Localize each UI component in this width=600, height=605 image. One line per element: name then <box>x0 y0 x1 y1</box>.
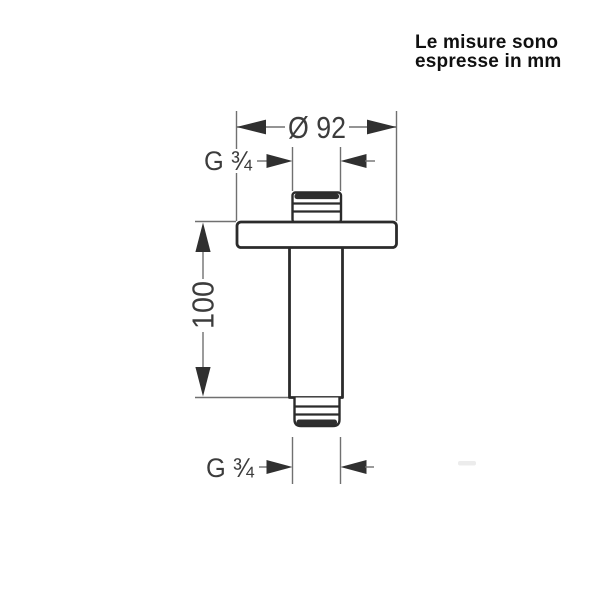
dim-thread-bottom: G ¾ <box>206 437 374 484</box>
measure-note: Le misure sono espresse in mm <box>415 32 561 72</box>
top-thread-chamfer <box>294 193 339 200</box>
dim-diameter-label: Ø 92 <box>288 110 346 145</box>
bottom-thread <box>293 397 341 428</box>
fixture-drawing <box>235 191 398 428</box>
dim-thread-top: G ¾ <box>204 146 375 191</box>
bottom-thread-chamfer <box>296 419 337 426</box>
dim-diameter: Ø 92 <box>235 110 398 221</box>
dim-height-label: 100 <box>186 281 221 329</box>
top-thread <box>291 191 343 224</box>
dim-thread-top-arrowhead-left <box>266 154 293 168</box>
dim-height-arrowhead-down <box>195 367 211 397</box>
watermark-smudge <box>458 461 476 466</box>
dim-thread-top-arrowhead-right <box>340 154 367 168</box>
bottom-thread-outline <box>293 397 341 428</box>
dim-diameter-arrowhead-left <box>236 119 266 135</box>
arm-pipe <box>288 248 344 399</box>
dim-height-arrowhead-up <box>195 222 211 252</box>
dim-thread-bottom-arrowhead-left <box>266 460 293 474</box>
dim-diameter-arrowhead-right <box>367 119 397 135</box>
measure-note-line2: espresse in mm <box>415 51 561 72</box>
dim-thread-bottom-label: G ¾ <box>206 453 254 483</box>
measure-note-line1: Le misure sono <box>415 32 558 53</box>
dim-thread-top-label: G ¾ <box>204 146 252 176</box>
dim-thread-bottom-arrowhead-right <box>340 460 367 474</box>
dim-height: 100 <box>186 220 289 399</box>
flange-plate <box>235 220 398 249</box>
